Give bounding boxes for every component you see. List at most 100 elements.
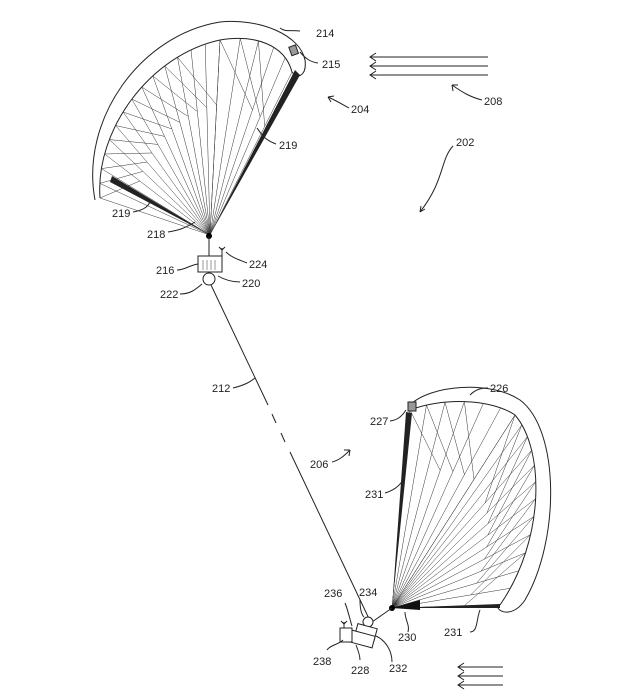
lower-control-pod	[339, 607, 393, 649]
label-204: 204	[351, 104, 369, 116]
upper-kite-canopy	[92, 20, 306, 236]
rigging-cross-line	[463, 552, 526, 607]
rigging-line	[209, 40, 259, 236]
rigging-line	[391, 481, 536, 609]
rigging-line	[177, 57, 211, 236]
tether-212	[210, 284, 373, 626]
rigging-line	[141, 86, 211, 236]
label-228: 228	[351, 665, 369, 677]
wind-arrows-top	[369, 52, 488, 80]
rigging-cross-line	[131, 98, 180, 123]
rigging-line	[190, 49, 211, 236]
wind-arrows-bottom	[457, 662, 503, 690]
label-219: 219	[112, 208, 130, 220]
rigging-line	[99, 183, 211, 236]
label-218: 218	[147, 229, 165, 241]
rigging-line	[99, 197, 211, 236]
label-238: 238	[313, 656, 331, 668]
rigging-cross-line	[101, 161, 148, 169]
upper-control-pod	[197, 236, 226, 286]
rigging-cross-line	[104, 152, 153, 155]
label-231: 231	[365, 489, 383, 501]
rigging-line	[391, 570, 519, 609]
rigging-cross-line	[486, 424, 523, 514]
rigging-line	[391, 534, 531, 609]
label-216: 216	[156, 265, 174, 277]
rigging-cross-line	[476, 516, 535, 584]
leader-lines	[132, 27, 489, 663]
rigging-line	[391, 403, 484, 609]
rigging-cross-line	[141, 86, 189, 117]
attach-230	[392, 600, 420, 610]
label-231: 231	[444, 627, 462, 639]
rigging-cross-line	[470, 534, 531, 596]
rigging-cross-line	[219, 39, 253, 111]
rigging-line	[209, 57, 286, 236]
rigging-cross-line	[487, 450, 532, 536]
rigging-line	[391, 450, 532, 609]
bridle-line-219b	[110, 176, 210, 235]
rigging-cross-line	[487, 436, 528, 524]
rigging-line	[164, 65, 211, 236]
rigging-cross-line	[480, 498, 536, 572]
label-232: 232	[389, 663, 407, 675]
label-234: 234	[359, 587, 377, 599]
label-202: 202	[456, 137, 474, 149]
rigging-cross-line	[164, 65, 208, 108]
rigging-cross-line	[240, 38, 261, 117]
rigging-line	[391, 401, 465, 609]
label-215: 215	[322, 59, 340, 71]
label-212: 212	[212, 383, 230, 395]
rigging-line	[122, 111, 211, 236]
label-226: 226	[490, 383, 508, 395]
rigging-cross-line	[123, 111, 172, 130]
label-214: 214	[316, 28, 334, 40]
label-222: 222	[160, 289, 178, 301]
rigging-cross-line	[115, 125, 165, 137]
bridle-line-219	[210, 70, 300, 235]
rigging-cross-line	[99, 171, 143, 184]
rigging-line	[209, 39, 221, 236]
rigging-line	[101, 168, 211, 236]
label-208: 208	[484, 96, 502, 108]
rigging-line	[391, 552, 526, 609]
rigging-line	[391, 404, 427, 609]
rigging-line	[209, 47, 274, 236]
rigging-line	[391, 436, 528, 609]
lower-kite-canopy	[391, 386, 552, 613]
rigging-cross-line	[464, 401, 475, 480]
rigging-cross-line	[484, 414, 516, 503]
rigging-cross-line	[409, 409, 441, 471]
rigging-cross-line	[99, 180, 140, 199]
label-206: 206	[310, 459, 328, 471]
rigging-cross-line	[152, 75, 198, 112]
rigging-line	[391, 498, 536, 609]
label-224: 224	[249, 259, 267, 271]
sensor-215	[288, 44, 300, 57]
rigging-cross-line	[484, 481, 536, 560]
label-220: 220	[242, 278, 260, 290]
rigging-line	[152, 75, 211, 236]
rigging-cross-line	[109, 139, 158, 145]
rigging-cross-line	[486, 465, 535, 548]
rigging-line	[391, 465, 535, 609]
label-219: 219	[279, 140, 297, 152]
label-236: 236	[324, 588, 342, 600]
rigging-cross-line	[444, 402, 465, 475]
rigging-line	[391, 516, 535, 609]
rigging-line	[391, 402, 446, 609]
rigging-cross-line	[177, 57, 217, 106]
bridle-line-231	[392, 412, 412, 608]
label-227: 227	[370, 416, 388, 428]
rigging-line	[104, 153, 211, 236]
rigging-line	[131, 99, 211, 236]
rigging-line	[115, 125, 211, 236]
rigging-line	[209, 71, 293, 236]
rigging-line	[109, 139, 211, 236]
rigging-cross-line	[426, 404, 454, 472]
rigging-line	[209, 38, 241, 236]
label-230: 230	[398, 632, 416, 644]
rigging-line	[391, 424, 523, 609]
rigging-line	[391, 407, 501, 609]
